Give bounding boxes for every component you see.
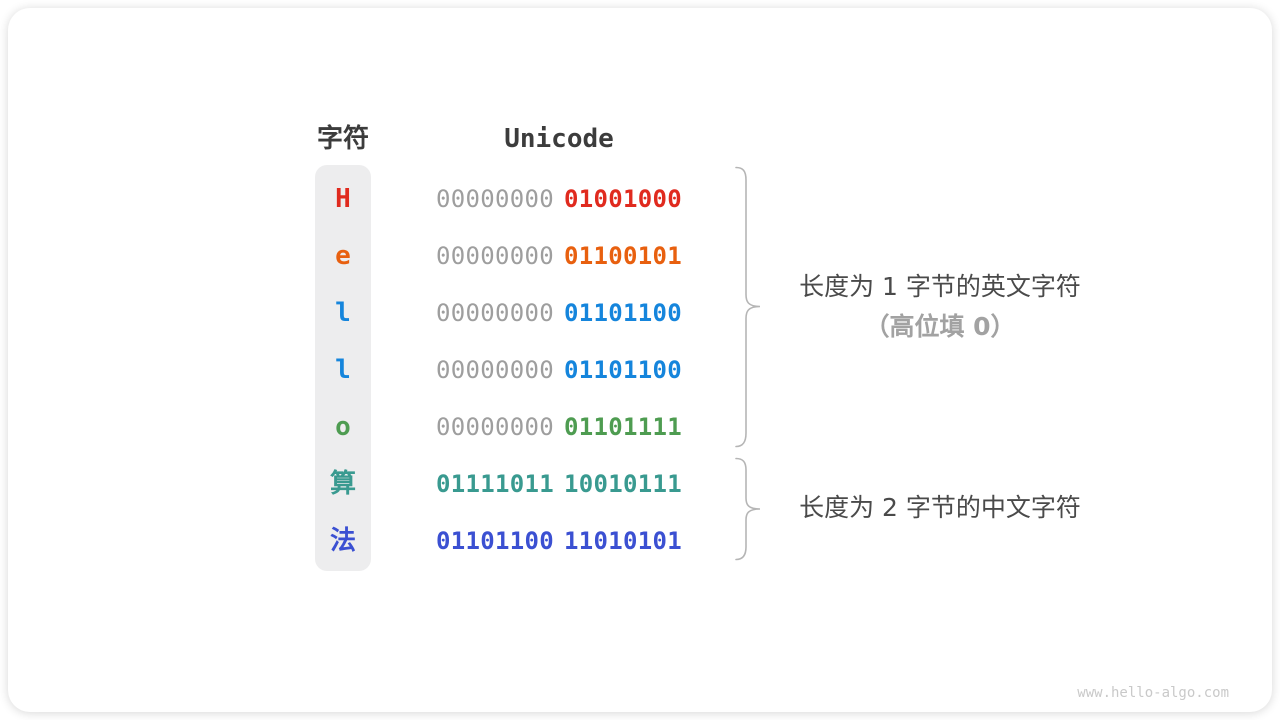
row-byte-high: 00000000 [436,242,554,270]
row-character: l [335,298,351,328]
table-row: l 00000000 01101100 [8,342,1280,399]
watermark-url: www.hello-algo.com [1077,685,1229,701]
row-byte-low: 01101100 [564,356,682,384]
row-byte-low: 01101100 [564,299,682,327]
row-character: o [335,412,351,442]
row-character: 法 [329,526,356,556]
row-character: l [335,355,351,385]
row-byte-high: 01111011 [436,470,554,498]
table-row: H 00000000 01001000 [8,171,1280,228]
table-row: e 00000000 01100101 [8,228,1280,285]
row-byte-low: 01101111 [564,413,682,441]
row-byte-high: 00000000 [436,356,554,384]
annotation-high-bits-zero: （高位填 0） [864,312,1016,341]
brace-one-byte-group [734,166,764,452]
row-byte-high: 00000000 [436,299,554,327]
annotation-chinese-chars-line1: 长度为 2 字节的中文字符 [799,493,1081,522]
diagram-card: 字符 Unicode H 00000000 01001000 e 0000000… [8,8,1272,712]
row-character: e [335,241,351,271]
row-byte-low: 01001000 [564,185,682,213]
row-byte-high: 00000000 [436,413,554,441]
row-byte-low: 01100101 [564,242,682,270]
table-row: 算 01111011 10010111 [8,456,1280,513]
annotation-chinese-chars: 长度为 2 字节的中文字符 [770,488,1110,528]
row-byte-high: 00000000 [436,185,554,213]
character-column-background [315,165,371,571]
column-header-unicode: Unicode [504,124,614,154]
table-row: o 00000000 01101111 [8,399,1280,456]
table-row: l 00000000 01101100 [8,285,1280,342]
row-character: H [335,184,351,214]
row-byte-high: 01101100 [436,527,554,555]
column-header-character: 字符 [316,124,369,154]
table-row: 法 01101100 11010101 [8,513,1280,570]
annotation-english-chars-line1: 长度为 1 字节的英文字符 [799,272,1081,301]
annotation-english-chars: 长度为 1 字节的英文字符 （高位填 0） [770,267,1110,347]
row-byte-low: 10010111 [564,470,682,498]
brace-two-byte-group [734,457,764,565]
row-byte-low: 11010101 [564,527,682,555]
row-character: 算 [329,469,356,499]
